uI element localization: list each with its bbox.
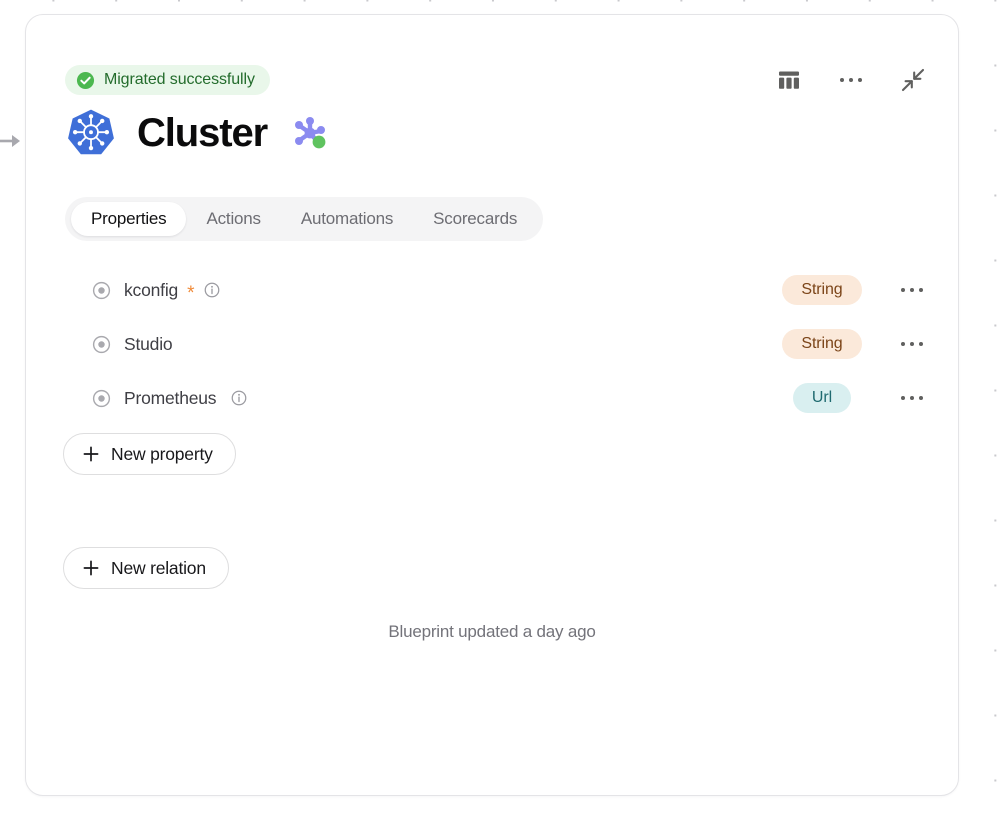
collapse-glyph (901, 68, 925, 92)
table-view-icon[interactable] (772, 63, 806, 97)
row-more-options-icon[interactable] (888, 272, 936, 308)
property-type-radio-icon (92, 389, 111, 407)
card-top-bar: Migrated successfully (26, 15, 958, 95)
property-name: Prometheus (124, 387, 217, 408)
drawer-expand-handle[interactable] (0, 130, 24, 152)
top-actions (772, 63, 930, 97)
property-actions: Url (756, 380, 936, 416)
required-marker: * (187, 282, 195, 304)
new-relation-button[interactable]: New relation (63, 547, 229, 589)
page-title: Cluster (137, 111, 268, 155)
check-circle-icon (76, 71, 95, 89)
type-badge-wrap: String (756, 329, 888, 359)
new-relation-label: New relation (111, 557, 206, 578)
property-type-radio-icon (92, 281, 111, 299)
type-badge-wrap: String (756, 275, 888, 305)
property-info-studio: Studio (92, 334, 756, 355)
status-badge: Url (792, 383, 852, 413)
status-badge-label: Migrated successfully (104, 71, 255, 88)
table-row[interactable]: Studio String (26, 317, 958, 371)
tab-automations[interactable]: Automations (281, 202, 413, 236)
property-name: Studio (124, 333, 173, 354)
properties-list: kconfig * String (26, 263, 958, 425)
more-options-glyph (900, 341, 924, 347)
info-icon[interactable] (204, 282, 220, 298)
table-view-glyph (779, 71, 799, 89)
new-relation-row: New relation (63, 547, 958, 589)
property-actions: String (756, 272, 936, 308)
tab-scorecards[interactable]: Scorecards (413, 202, 537, 236)
property-info-kconfig: kconfig * (92, 279, 756, 304)
row-more-options-icon[interactable] (888, 326, 936, 362)
new-property-button[interactable]: New property (63, 433, 236, 475)
more-options-glyph (900, 287, 924, 293)
status-badge: String (782, 329, 862, 359)
tab-bar: Properties Actions Automations Scorecard… (65, 197, 544, 241)
plus-icon (83, 446, 99, 462)
status-badge: Migrated successfully (65, 65, 270, 95)
plus-icon (83, 560, 99, 576)
type-badge-wrap: Url (756, 383, 888, 413)
property-type-radio-icon (92, 335, 111, 353)
property-actions: String (756, 326, 936, 362)
kubernetes-logo-icon (68, 109, 114, 155)
property-name: kconfig (124, 279, 179, 300)
info-icon[interactable] (231, 390, 247, 406)
blueprint-node-icon (295, 117, 326, 149)
property-info-prometheus: Prometheus (92, 388, 756, 409)
blueprint-updated-note: Blueprint updated a day ago (388, 622, 596, 641)
page-title-row: Cluster (26, 101, 958, 165)
arrow-right-icon (0, 135, 20, 147)
tab-properties[interactable]: Properties (71, 202, 187, 236)
more-options-icon[interactable] (834, 63, 868, 97)
table-row[interactable]: Prometheus Url (26, 371, 958, 425)
table-row[interactable]: kconfig * String (26, 263, 958, 317)
status-badge: String (782, 275, 862, 305)
more-options-glyph (839, 77, 863, 83)
tab-actions[interactable]: Actions (186, 202, 280, 236)
blueprint-card: Migrated successfully (25, 14, 959, 796)
row-more-options-icon[interactable] (888, 380, 936, 416)
new-property-row: New property (63, 433, 958, 475)
collapse-icon[interactable] (896, 63, 930, 97)
more-options-glyph (900, 395, 924, 401)
new-property-label: New property (111, 443, 213, 464)
